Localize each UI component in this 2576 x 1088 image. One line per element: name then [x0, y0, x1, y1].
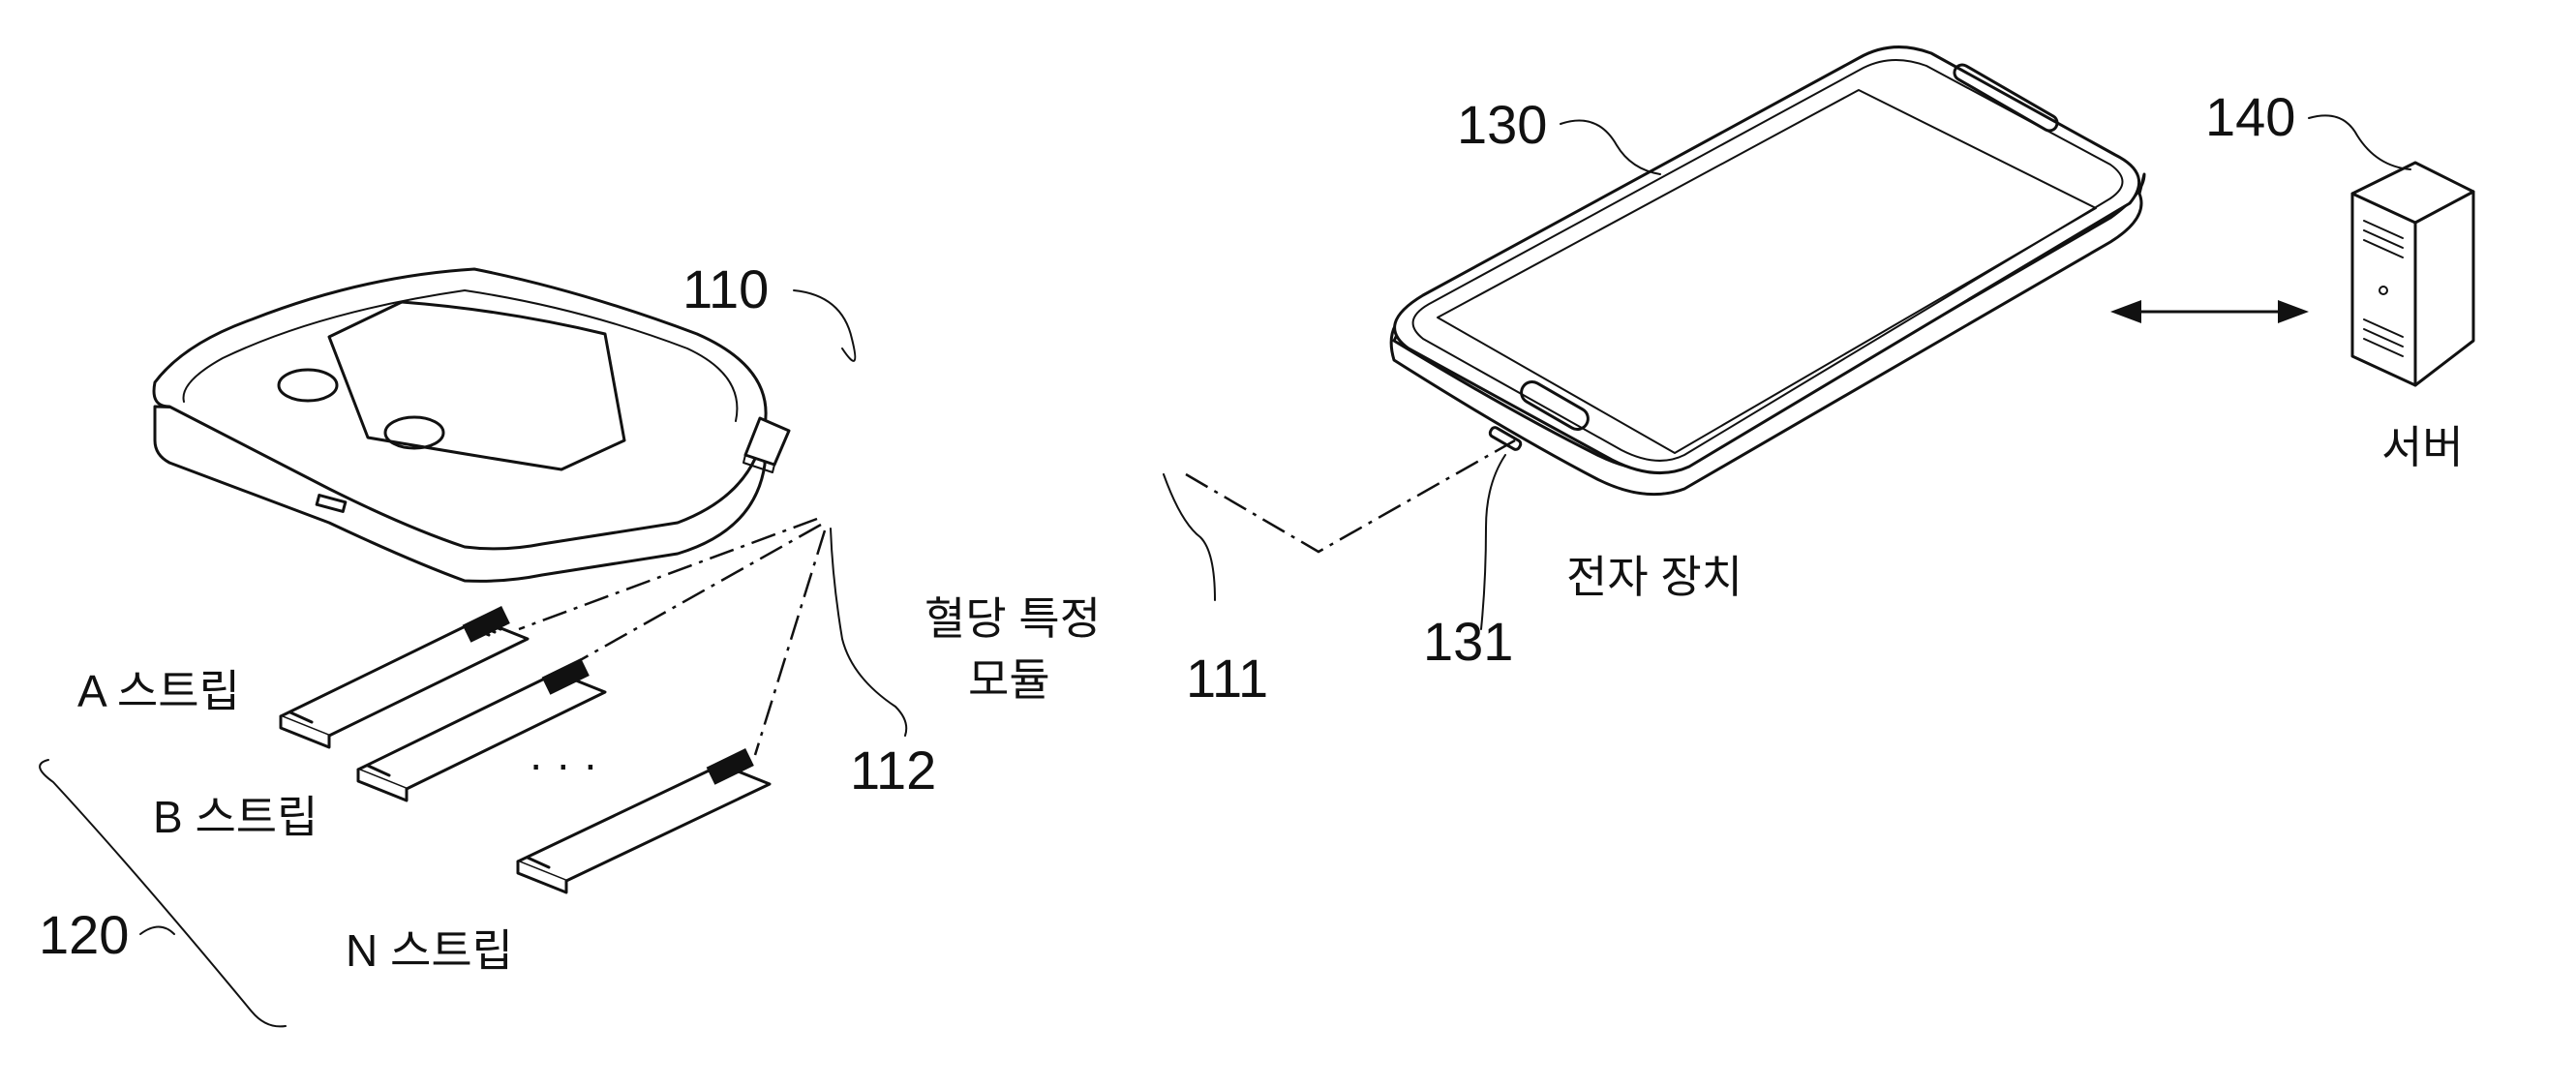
ref-strips: 120 — [39, 904, 129, 965]
ref-meter: 110 — [682, 258, 769, 319]
leader-line-110 — [794, 290, 855, 361]
device-label: 전자 장치 — [1566, 552, 1743, 602]
server-label: 서버 — [2381, 422, 2464, 472]
strip-a-label: A 스트립 — [77, 666, 240, 716]
leader-line-130 — [1561, 120, 1660, 174]
ref-server: 140 — [2205, 86, 2295, 147]
leader-line-120 — [140, 927, 174, 935]
leader-line-112 — [831, 529, 906, 736]
strip-ellipsis: · · · — [529, 739, 598, 789]
strip-n-link — [755, 530, 825, 755]
leader-line-131 — [1481, 455, 1505, 629]
strip-n-label: N 스트립 — [346, 925, 513, 976]
strip-b-label: B 스트립 — [153, 792, 318, 842]
leader-line-111 — [1164, 474, 1215, 600]
meter-label-line2: 모듈 — [968, 654, 1050, 705]
ref-meter-port-right: 111 — [1186, 648, 1268, 709]
leader-line-140 — [2309, 115, 2410, 169]
ref-meter-port-strip: 112 — [850, 740, 936, 801]
ref-device-port: 131 — [1423, 611, 1513, 672]
meter-to-phone-cable — [1186, 440, 1515, 552]
double-arrow-icon — [2110, 300, 2309, 323]
server-tower-icon — [2352, 163, 2473, 385]
meter-label-line1: 혈당 특정 — [924, 593, 1101, 644]
ref-device: 130 — [1457, 94, 1547, 155]
